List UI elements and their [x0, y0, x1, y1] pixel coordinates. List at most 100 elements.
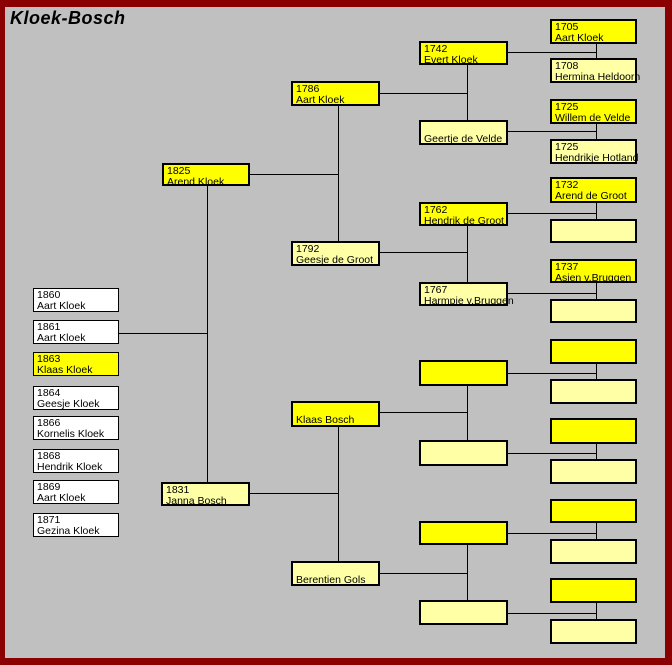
person-name: [555, 313, 635, 324]
person-box-blank[interactable]: [550, 379, 637, 404]
person-box-klaas-bosch[interactable]: Klaas Bosch: [291, 401, 380, 427]
person-birth-year: 1767: [424, 284, 448, 296]
person-name: Hendrik Kloek: [37, 461, 103, 473]
person-box-blank[interactable]: [550, 539, 637, 564]
person-box-blank[interactable]: [550, 619, 637, 644]
person-name: [555, 432, 635, 443]
person-birth-year: [555, 542, 635, 553]
person-box-blank[interactable]: [419, 521, 508, 545]
person-birth-year: [555, 622, 635, 633]
person-birth-year: [424, 363, 506, 374]
person-name: Aart Kloek: [555, 32, 604, 44]
person-name: Geesje Kloek: [37, 398, 100, 410]
person-box-blank[interactable]: [550, 299, 637, 323]
window-border-left: [0, 0, 5, 665]
connector-line: [338, 106, 339, 241]
connector-line: [508, 52, 596, 53]
person-name: Willem de Velde: [555, 112, 631, 124]
person-birth-year: [555, 421, 635, 432]
person-box-blank[interactable]: [550, 578, 637, 603]
connector-line: [467, 386, 468, 440]
person-birth-year: 1708: [555, 60, 579, 72]
person-name: [424, 374, 506, 385]
person-name: Geertje de Velde: [424, 133, 503, 145]
person-birth-year: 1860: [37, 289, 61, 301]
person-name: Gezina Kloek: [37, 525, 100, 537]
person-birth-year: 1737: [555, 261, 579, 273]
person-box-berentien-gols[interactable]: Berentien Gols: [291, 561, 380, 586]
person-birth-year: 1786: [296, 83, 320, 95]
person-birth-year: 1762: [424, 204, 448, 216]
person-box-blank[interactable]: [419, 360, 508, 386]
connector-line: [207, 186, 208, 482]
person-box-blank[interactable]: [550, 339, 637, 364]
person-box-blank[interactable]: [550, 418, 637, 444]
person-name: Janna Bosch: [166, 495, 227, 507]
person-birth-year: [555, 502, 635, 513]
person-box-blank[interactable]: [550, 499, 637, 523]
person-birth-year: 1825: [167, 165, 191, 177]
person-birth-year: 1869: [37, 481, 61, 493]
person-name: Berentien Gols: [296, 574, 366, 586]
connector-line: [380, 252, 467, 253]
person-birth-year: 1866: [37, 417, 61, 429]
person-birth-year: [424, 603, 506, 614]
person-name: Hermina Heldoorn: [555, 71, 641, 83]
person-name: Arend de Groot: [555, 190, 627, 202]
person-name: Aart Kloek: [37, 300, 86, 312]
chart-title: Kloek-Bosch: [10, 8, 126, 28]
person-birth-year: 1725: [555, 141, 579, 153]
person-box-blank[interactable]: [419, 600, 508, 625]
connector-line: [596, 283, 597, 299]
person-box-blank[interactable]: [419, 440, 508, 466]
person-name: [424, 535, 506, 546]
person-birth-year: [555, 462, 635, 473]
connector-line: [467, 65, 468, 120]
person-name: Geesje de Groot: [296, 254, 374, 266]
person-birth-year: [555, 342, 635, 353]
person-name: Hendrikje Hotland: [555, 152, 639, 164]
person-name: Klaas Bosch: [296, 414, 355, 426]
person-box-blank[interactable]: [550, 219, 637, 243]
connector-line: [380, 93, 467, 94]
person-birth-year: 1725: [555, 101, 579, 113]
person-box-geertje-de-velde[interactable]: Geertje de Velde: [419, 120, 508, 145]
person-name: [555, 393, 635, 404]
person-birth-year: [555, 222, 635, 233]
person-birth-year: [555, 382, 635, 393]
connector-line: [596, 523, 597, 539]
person-birth-year: [424, 524, 506, 535]
person-birth-year: 1831: [166, 484, 190, 496]
person-name: Klaas Kloek: [37, 364, 93, 376]
connector-line: [508, 453, 596, 454]
person-birth-year: 1863: [37, 353, 61, 365]
connector-line: [596, 44, 597, 58]
person-box-blank[interactable]: [550, 459, 637, 484]
person-name: [424, 454, 506, 465]
person-birth-year: 1871: [37, 514, 61, 526]
person-name: Arend Kloek: [167, 176, 225, 188]
window-border-bottom: [0, 658, 672, 665]
